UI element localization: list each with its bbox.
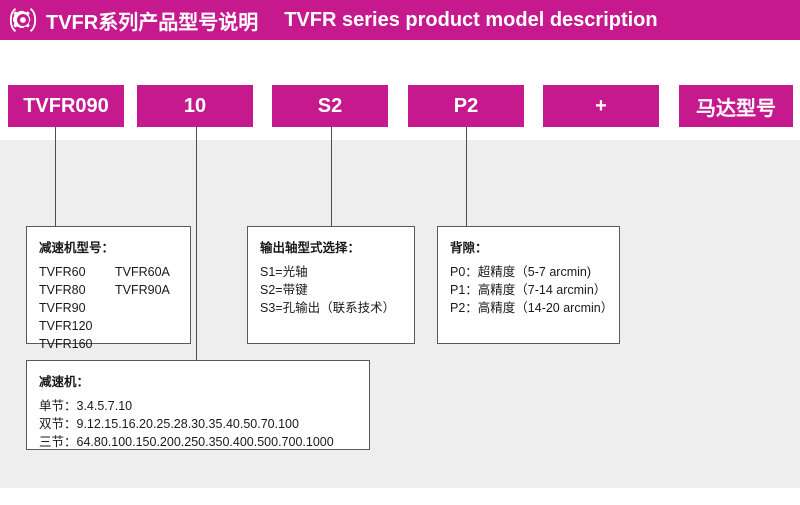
- list-item: TVFR60: [39, 265, 86, 279]
- detail-box-reduction-ratio: 减速机： 单节：3.4.5.7.10 双节：9.12.15.16.20.25.2…: [26, 360, 370, 450]
- gear-icon: [0, 0, 46, 40]
- list-item: 单节：3.4.5.7.10: [39, 399, 133, 413]
- code-segment-backlash[interactable]: P2: [408, 85, 524, 127]
- header-title-cn: TVFR系列产品型号说明: [46, 11, 259, 34]
- list-item: TVFR120: [39, 319, 93, 333]
- detail-title-reduction-ratio: 减速机：: [39, 375, 90, 389]
- model-code-row: TVFR090 10 S2 P2 + 马达型号: [0, 85, 800, 127]
- list-item: P2：高精度（14-20 arcmin）: [450, 301, 614, 315]
- detail-box-output-shaft: 输出轴型式选择： S1=光轴 S2=带键 S3=孔输出（联系技术）: [247, 226, 415, 344]
- list-item: 三节：64.80.100.150.200.250.350.400.500.700…: [39, 435, 334, 449]
- detail-title-output-shaft: 输出轴型式选择：: [260, 241, 361, 255]
- list-item: S2=带键: [260, 283, 308, 297]
- page-header: TVFR系列产品型号说明 TVFR series product model d…: [0, 0, 800, 40]
- list-item: [115, 317, 178, 335]
- detail-title-gearbox-model: 减速机型号：: [39, 241, 115, 255]
- list-item: 双节：9.12.15.16.20.25.28.30.35.40.50.70.10…: [39, 417, 299, 431]
- list-item: TVFR60A: [115, 265, 170, 279]
- code-segment-ratio[interactable]: 10: [137, 85, 253, 127]
- list-item: [115, 335, 178, 353]
- code-segment-plus[interactable]: +: [543, 85, 659, 127]
- list-item: TVFR160: [39, 337, 93, 351]
- code-segment-motor-model[interactable]: 马达型号: [679, 85, 793, 127]
- list-item: TVFR90A: [115, 283, 170, 297]
- list-item: S1=光轴: [260, 265, 308, 279]
- code-segment-shaft-type[interactable]: S2: [272, 85, 388, 127]
- list-item: S3=孔输出（联系技术）: [260, 301, 396, 315]
- list-item: P0：超精度（5-7 arcmin): [450, 265, 591, 279]
- detail-box-backlash: 背隙： P0：超精度（5-7 arcmin) P1：高精度（7-14 arcmi…: [437, 226, 620, 344]
- list-item: TVFR80: [39, 283, 86, 297]
- list-item: [115, 299, 178, 317]
- connector-line-ratio: [196, 127, 197, 360]
- code-segment-gearbox-model[interactable]: TVFR090: [8, 85, 124, 127]
- gearbox-model-list: TVFR60 TVFR60A TVFR80 TVFR90A TVFR90 TVF…: [39, 263, 178, 353]
- header-title-en: TVFR series product model description: [284, 8, 658, 31]
- connector-line-shaft-type: [331, 127, 332, 226]
- detail-title-backlash: 背隙：: [450, 241, 488, 255]
- detail-box-gearbox-model: 减速机型号： TVFR60 TVFR60A TVFR80 TVFR90A TVF…: [26, 226, 191, 351]
- list-item: P1：高精度（7-14 arcmin）: [450, 283, 607, 297]
- list-item: TVFR90: [39, 301, 86, 315]
- connector-line-gearbox-model: [55, 127, 56, 227]
- connector-line-backlash: [466, 127, 467, 226]
